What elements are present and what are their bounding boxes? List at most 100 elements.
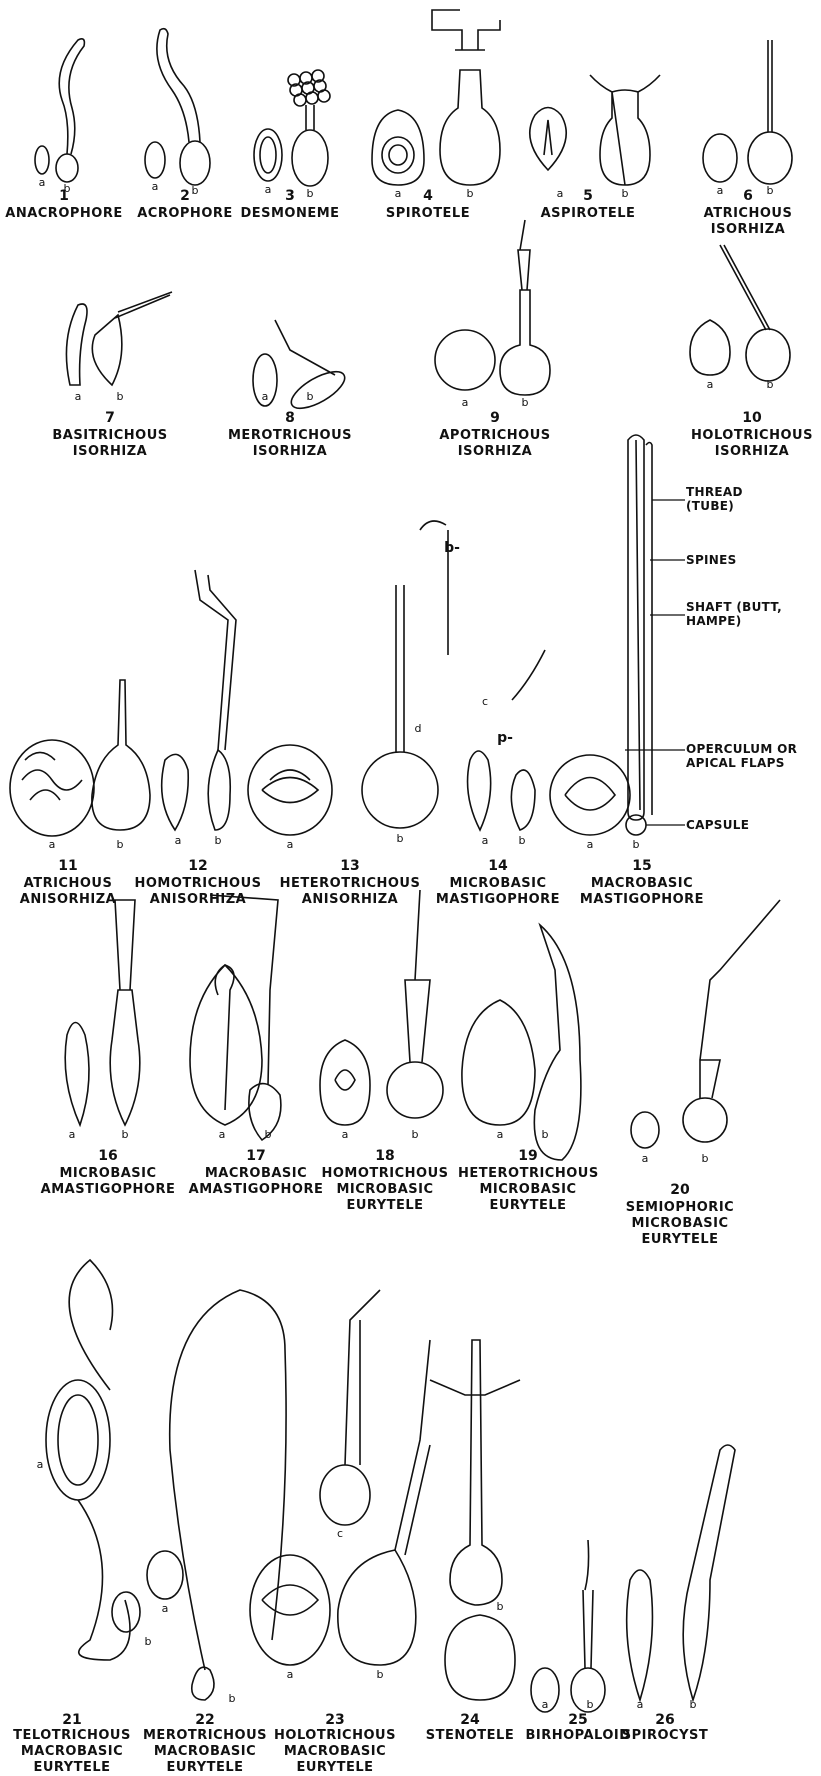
figure-8-number: 8 <box>285 410 295 426</box>
figure-24-name: STENOTELE <box>426 1728 514 1744</box>
part-a-label: a <box>642 1152 649 1165</box>
figure-18-name: HOMOTRICHOUS MICROBASIC EURYTELE <box>320 1166 450 1214</box>
part-a-label: a <box>395 187 402 200</box>
part-b-label: b <box>122 1128 129 1141</box>
callout-thread: THREAD (TUBE) <box>686 485 786 513</box>
part-b-label: b <box>690 1698 697 1711</box>
figure-26-name: SPIROCYST <box>622 1728 708 1744</box>
part-a-label: a <box>262 390 269 403</box>
part-d-label: d <box>415 722 422 735</box>
figure-1 <box>35 39 84 182</box>
part-b-label: b <box>307 187 314 200</box>
figure-16-number: 16 <box>98 1148 117 1164</box>
part-a-label: a <box>162 1602 169 1615</box>
part-b-label: b <box>377 1668 384 1681</box>
part-b-label: b <box>397 832 404 845</box>
figure-17 <box>190 895 281 1140</box>
part-a-label: a <box>342 1128 349 1141</box>
figure-19 <box>462 925 581 1160</box>
figure-3-number: 3 <box>285 188 295 204</box>
figure-14-name: MICROBASIC MASTIGOPHORE <box>433 876 563 908</box>
part-b-label: b <box>587 1698 594 1711</box>
figure-5 <box>530 75 660 185</box>
figure-9-number: 9 <box>490 410 500 426</box>
figure-25 <box>531 1540 605 1712</box>
figure-23 <box>250 1290 430 1665</box>
part-b-label: b <box>117 838 124 851</box>
part-b-label: b <box>229 1692 236 1705</box>
figure-5-name: ASPIROTELE <box>541 206 636 222</box>
figure-13-number: 13 <box>340 858 359 874</box>
part-b-label: b <box>64 182 71 195</box>
part-a-label: a <box>49 838 56 851</box>
figure-18 <box>320 890 443 1125</box>
figure-6-name: ATRICHOUS ISORHIZA <box>693 206 803 238</box>
figure-14 <box>420 521 545 830</box>
figure-7-name: BASITRICHOUS ISORHIZA <box>35 428 185 460</box>
part-a-label: a <box>69 1128 76 1141</box>
figure-21-name: TELOTRICHOUS MACROBASIC EURYTELE <box>2 1728 142 1776</box>
part-b-label: b <box>412 1128 419 1141</box>
part-b-label: b <box>702 1152 709 1165</box>
figure-20-name: SEMIOPHORIC MICROBASIC EURYTELE <box>620 1200 740 1248</box>
figure-21-number: 21 <box>62 1712 81 1728</box>
part-a-label: a <box>287 838 294 851</box>
figure-8-name: MEROTRICHOUS ISORHIZA <box>215 428 365 460</box>
figure-10-name: HOLOTRICHOUS ISORHIZA <box>677 428 821 460</box>
callout-operculum: OPERCULUM OR APICAL FLAPS <box>686 742 806 770</box>
part-a-label: a <box>287 1668 294 1681</box>
part-a-label: a <box>175 834 182 847</box>
figure-6-number: 6 <box>743 188 753 204</box>
part-b-label: b <box>265 1128 272 1141</box>
part-b-label: b <box>542 1128 549 1141</box>
callout-spines: SPINES <box>686 553 737 567</box>
figure-7-number: 7 <box>105 410 115 426</box>
figure-19-number: 19 <box>518 1148 537 1164</box>
part-a-label: a <box>542 1698 549 1711</box>
figure-23-number: 23 <box>325 1712 344 1728</box>
figure-12-name: HOMOTRICHOUS ANISORHIZA <box>128 876 268 908</box>
figure-11 <box>10 680 150 836</box>
part-a-label: a <box>637 1698 644 1711</box>
figure-3 <box>254 70 330 186</box>
figure-22-number: 22 <box>195 1712 214 1728</box>
callout-capsule: CAPSULE <box>686 818 749 832</box>
figure-15-number: 15 <box>632 858 651 874</box>
figure-14-number: 14 <box>488 858 507 874</box>
figure-26 <box>627 1445 735 1700</box>
part-a-label: a <box>265 183 272 196</box>
part-b-label: b <box>215 834 222 847</box>
part-b-label: b <box>767 184 774 197</box>
part-b-label: b <box>497 1600 504 1613</box>
figure-10 <box>690 245 790 381</box>
figure-2-number: 2 <box>180 188 190 204</box>
part-a-label: a <box>39 176 46 189</box>
part-a-label: a <box>497 1128 504 1141</box>
figure-12 <box>162 570 236 830</box>
part-a-label: a <box>717 184 724 197</box>
figure-24 <box>430 1340 520 1700</box>
part-a-label: a <box>587 838 594 851</box>
figure-24-number: 24 <box>460 1712 479 1728</box>
figure-15 <box>550 435 652 835</box>
part-a-label: a <box>462 396 469 409</box>
figure-1-name: ANACROPHORE <box>5 206 122 222</box>
part-b-label: b <box>192 184 199 197</box>
part-b-label: b <box>307 390 314 403</box>
part-a-label: a <box>219 1128 226 1141</box>
figure-20 <box>631 900 780 1148</box>
part-c-label: c <box>337 1527 343 1540</box>
figure-4 <box>372 10 500 185</box>
part-b-label: b <box>633 838 640 851</box>
figure-7 <box>66 292 172 385</box>
figure-9 <box>435 220 550 395</box>
figure-11-number: 11 <box>58 858 77 874</box>
callout-shaft: SHAFT (BUTT, HAMPE) <box>686 600 806 628</box>
figure-6 <box>703 40 792 184</box>
part-b-dash-label: b- <box>444 540 460 556</box>
figure-25-name: BIRHOPALOID <box>525 1728 630 1744</box>
figure-2-name: ACROPHORE <box>137 206 233 222</box>
part-b-label: b <box>519 834 526 847</box>
figure-3-name: DESMONEME <box>240 206 339 222</box>
figure-16 <box>65 900 140 1125</box>
